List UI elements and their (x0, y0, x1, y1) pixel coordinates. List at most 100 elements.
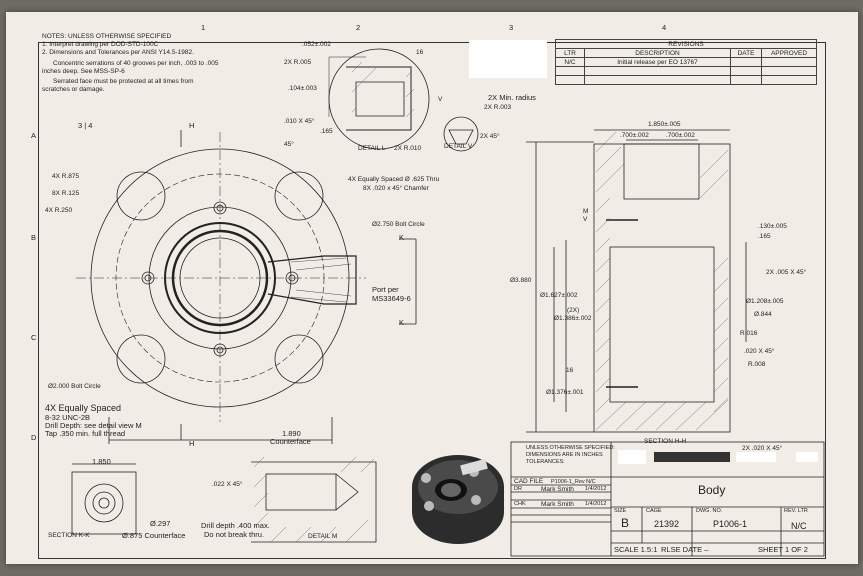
tap-note-3: Drill Depth: see detail view M (45, 421, 142, 430)
tb-name-2: Mark Smith (541, 501, 574, 508)
dl-dim-6: 2X R.010 (394, 145, 422, 152)
tb-rev-label: REV. LTR (784, 508, 808, 514)
revisions-table: REVISIONS LTR DESCRIPTION DATE APPROVED … (555, 39, 817, 85)
zone-row-d: D (31, 433, 37, 442)
dim-thru: 4X Equally Spaced Ø .625 Thru (348, 176, 440, 183)
drawing-border (38, 42, 826, 559)
dl-v: V (438, 96, 443, 103)
tb-cage: 21392 (654, 519, 680, 529)
tb-cage-label: CAGE (646, 508, 662, 514)
zone-col-1: 1 (201, 23, 206, 32)
section-label-k-bottom: K (399, 318, 405, 327)
sh-dim-14: .020 X 45° (744, 348, 775, 355)
sh-dim-11: Ø1.208±.005 (746, 298, 784, 305)
sh-dim-15: R.008 (748, 361, 766, 368)
sh-label-v: V (583, 216, 588, 223)
note-3b: inches deep. See MSS-SP-6 (42, 68, 125, 75)
zone-row-b: B (31, 233, 37, 242)
tb-sheet: SHEET 1 OF 2 (758, 545, 808, 554)
tb-scale: SCALE 1.5:1 (614, 545, 658, 554)
front-view (76, 130, 417, 444)
zone-col-3: 3 (509, 23, 514, 32)
redacted-company-1 (618, 450, 646, 464)
tb-spec-1: UNLESS OTHERWISE SPECIFIED: (526, 445, 615, 451)
section-hh-view (526, 129, 747, 433)
tb-rev: N/C (791, 521, 807, 531)
section-label-k-top: K (399, 233, 405, 242)
dm-dim-3: Do not break thru. (204, 530, 265, 539)
tb-size: B (621, 516, 630, 530)
section-label-h-top: H (189, 121, 195, 130)
sh-dim-17: 2X .020 X 45° (742, 445, 783, 452)
note-3a: Concentric serrations of 40 grooves per … (53, 60, 219, 67)
dim-bolt-circle-2: Ø2.000 Bolt Circle (48, 383, 101, 390)
detail-l-view (328, 48, 430, 150)
dim-chamfer: 8X .020 x 45° Chamfer (363, 185, 429, 192)
zone-col-4: 4 (662, 23, 667, 32)
dim-r125: 8X R.125 (52, 190, 80, 197)
port-label-1: Port per (372, 285, 399, 294)
dv-title: DETAIL V (444, 143, 473, 150)
dim-bolt-circle: Ø2.750 Bolt Circle (372, 221, 425, 228)
section-kk-view (71, 463, 137, 535)
sh-dim-13: R.016 (740, 330, 758, 337)
dl-roughness: 16 (416, 49, 424, 56)
dv-dim-3: 2X 45° (480, 133, 500, 140)
sh-dim-16: Ø1.376±.001 (546, 389, 584, 396)
dl-title: DETAIL L (358, 145, 386, 152)
sh-dim-6: 2X .005 X 45° (766, 269, 807, 276)
note-1: 1. Interpret drawing per DOD-STD-100C (42, 41, 159, 48)
sh-roughness: 16 (566, 367, 574, 374)
tap-note-2: 8-32 UNC-2B (45, 413, 91, 422)
redacted-company-3 (796, 452, 818, 462)
section-label-h-bottom: H (189, 439, 195, 448)
tb-dwg: P1006-1 (713, 519, 748, 529)
sh-label-m: M (583, 208, 589, 215)
zone-col-2: 2 (356, 23, 361, 32)
tap-note-1: 4X Equally Spaced (45, 403, 122, 413)
port-label-2: MS33649-6 (372, 294, 411, 303)
sh-dim-5: .165 (758, 233, 771, 240)
dl-dim-4: .010 X 45° (284, 118, 315, 125)
tb-dr: DR (514, 486, 522, 492)
dim-counterface: Counterface (270, 437, 311, 446)
tb-spec-3: TOLERANCES: (526, 459, 565, 465)
note-4b: scratches or damage. (42, 86, 105, 93)
sk-dim-3: Ø.875 Counterface (122, 531, 186, 540)
dim-1890: 1.890 (282, 429, 301, 438)
sh-dim-9: (2X) (567, 307, 580, 314)
tb-chk: CHK (514, 501, 526, 507)
dm-dim-2: Drill depth .400 max. (201, 521, 270, 530)
sh-dim-10: Ø1.386±.002 (554, 315, 592, 322)
title-block-lines (510, 441, 825, 557)
tb-name-1: Mark Smith (541, 486, 574, 493)
dl-dim-2: 2X R.005 (284, 59, 312, 66)
dl-dim-1: .052±.002 (302, 41, 331, 48)
dim-r250: 4X R.250 (45, 207, 73, 214)
dl-dim-5: .165 (320, 128, 333, 135)
tap-note-4: Tap .350 min. full thread (45, 429, 126, 438)
detail-m-view (251, 461, 377, 543)
sh-dim-1: 1.850±.005 (648, 121, 681, 128)
tb-size-label: SIZE (614, 508, 627, 514)
tb-date-2: 1/4/2012 (585, 501, 607, 507)
tb-cad-value: P1006-1_Rev N/C (551, 479, 596, 485)
note-4a: Serrated face must be protected at all t… (53, 78, 194, 85)
sh-dim-12: Ø.844 (754, 311, 772, 318)
dm-title: DETAIL M (308, 533, 338, 540)
angle-label: 45° (284, 141, 294, 148)
drawing-sheet: 1 2 3 4 A B C D NOTES: UNLESS OTHERWISE … (6, 12, 858, 564)
dm-dim-1: .022 X 45° (212, 481, 243, 488)
drawing-geometry (71, 48, 825, 557)
tb-title: Body (698, 483, 726, 497)
callout-1: 3 | 4 (78, 121, 93, 130)
tb-date-1: 1/4/2012 (585, 486, 607, 492)
tb-cad-label: CAD FILE (514, 478, 544, 485)
notes-header: NOTES: UNLESS OTHERWISE SPECIFIED (42, 33, 172, 40)
sk-dim-2: Ø.297 (150, 519, 171, 528)
zone-row-a: A (31, 131, 37, 140)
detail-v-view (443, 116, 479, 152)
dv-dim-1: 2X Min. radius (488, 93, 536, 102)
sk-dim-1: 1.850 (92, 457, 111, 466)
sh-dim-7: Ø3.880 (510, 277, 532, 284)
